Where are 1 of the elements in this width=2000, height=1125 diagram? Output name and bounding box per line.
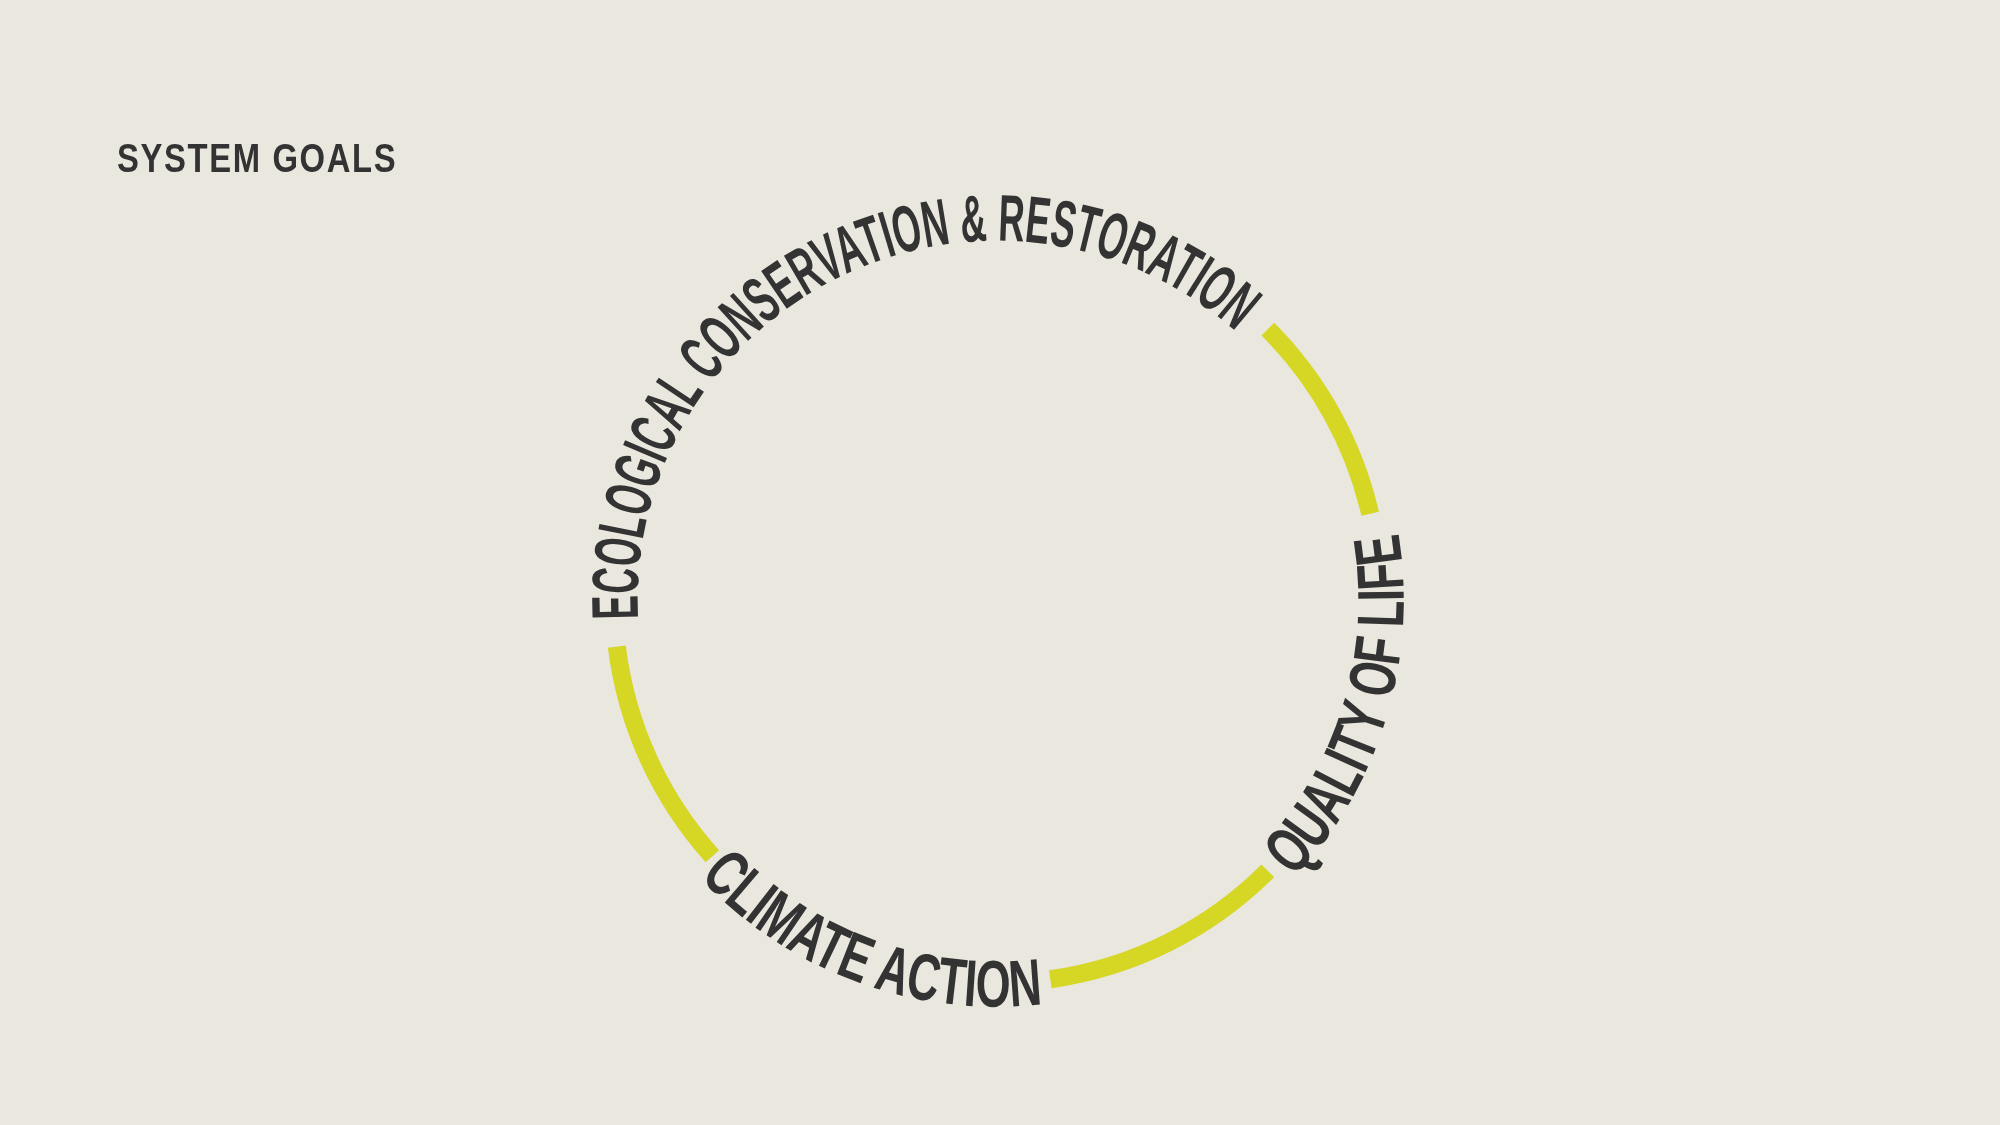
page-title: SYSTEM GOALS <box>117 136 398 181</box>
